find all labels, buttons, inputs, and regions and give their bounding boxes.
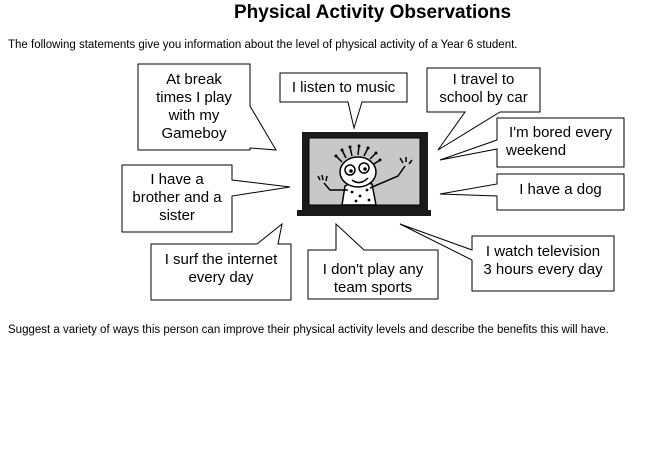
page-title: Physical Activity Observations — [233, 2, 512, 23]
bubble-bored-text: I'm bored every weekend — [497, 124, 624, 160]
bubble-line: team sports — [333, 279, 413, 296]
bubble-line: with my — [168, 107, 220, 124]
bubble-siblings — [121, 164, 291, 233]
bubble-line: 3 hours every day — [483, 261, 603, 278]
bubble-line: every day — [188, 269, 254, 286]
bubble-dog — [439, 173, 625, 211]
bubble-line: times I play — [156, 89, 232, 106]
prompt-text: Suggest a variety of ways this person ca… — [8, 324, 609, 336]
bubble-sports — [307, 222, 439, 300]
bubble-break-times-text: At break times I play with my Gameboy — [138, 71, 250, 143]
bubble-music — [279, 72, 408, 130]
bubble-line: I don't play any — [322, 261, 424, 278]
bubble-television-text: I watch television 3 hours every day — [472, 243, 614, 279]
bubble-siblings-text: I have a brother and a sister — [122, 171, 232, 225]
bubble-line: I surf the internet — [164, 251, 278, 268]
bubble-line: weekend — [506, 142, 567, 159]
bubble-outlines — [121, 63, 625, 301]
bubble-music-text: I listen to music — [280, 79, 407, 97]
bubble-internet-text: I surf the internet every day — [151, 251, 291, 287]
child-character-icon — [317, 144, 413, 206]
bubble-bored — [439, 117, 625, 168]
bubble-line: I have a dog — [519, 181, 602, 198]
bubble-television — [399, 223, 615, 292]
bubble-travel-text: I travel to school by car — [427, 71, 540, 107]
bubble-line: sister — [159, 207, 195, 224]
bubble-dog-text: I have a dog — [497, 181, 624, 199]
bubble-sports-text: I don't play any team sports — [308, 261, 438, 297]
bubble-internet — [150, 222, 292, 301]
bubble-line: brother and a — [132, 189, 222, 206]
bubble-line: I have a — [150, 171, 204, 188]
bubble-travel — [426, 67, 541, 151]
bubble-line: I'm bored every — [509, 124, 612, 141]
bubble-line: Gameboy — [161, 125, 227, 142]
bubble-line: school by car — [439, 89, 528, 106]
intro-text: The following statements give you inform… — [8, 39, 518, 51]
bubble-line: I travel to — [452, 71, 515, 88]
bubble-line: At break — [166, 71, 222, 88]
bubble-break-times — [137, 63, 277, 151]
bubble-line: I listen to music — [291, 79, 396, 96]
bubble-line: I watch television — [485, 243, 601, 260]
